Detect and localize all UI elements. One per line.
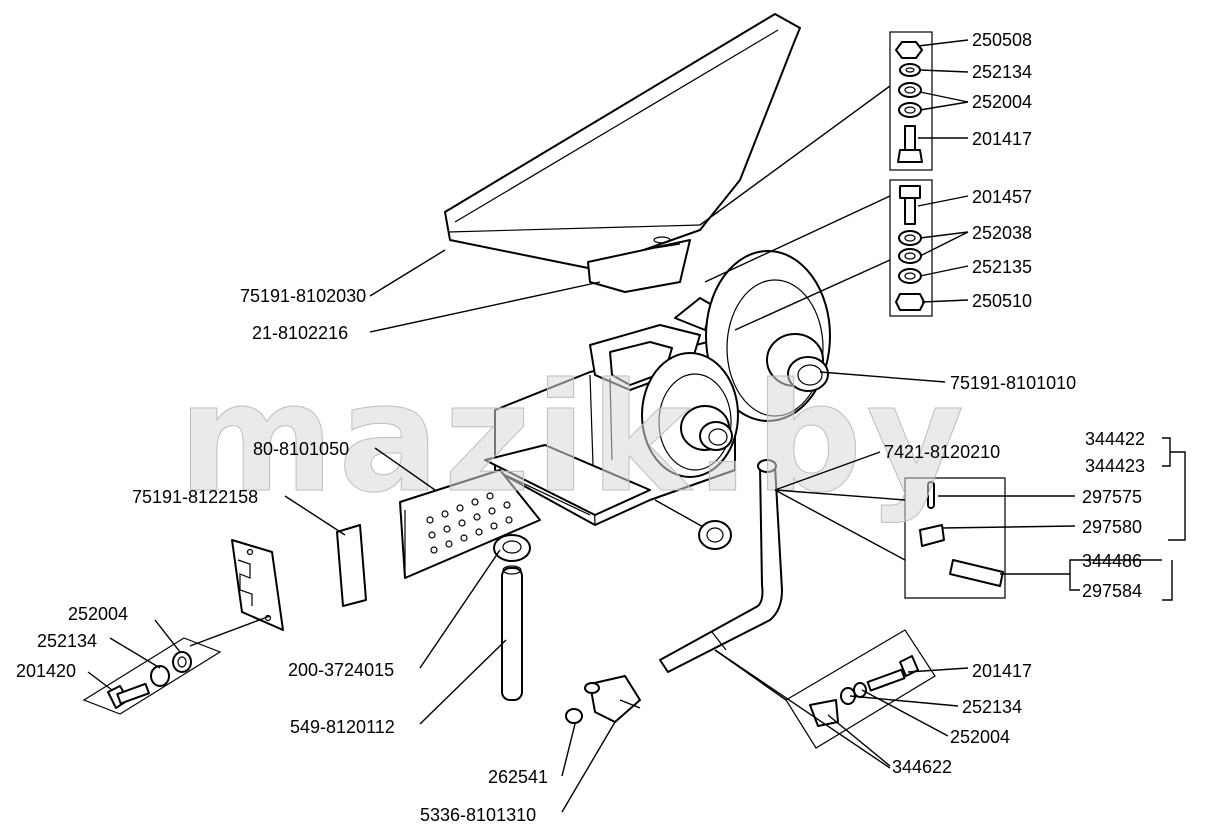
bent-pipe-part bbox=[659, 459, 783, 673]
label-201417-top: 201417 bbox=[972, 129, 1032, 149]
label-201417-bottom: 201417 bbox=[972, 661, 1032, 681]
clamp-bolt-group bbox=[785, 629, 936, 749]
hardware-stack-1 bbox=[889, 31, 933, 171]
label-344622: 344622 bbox=[892, 757, 952, 777]
label-252038: 252038 bbox=[972, 223, 1032, 243]
grommet-part bbox=[493, 534, 531, 562]
label-252004-left: 252004 bbox=[68, 604, 128, 624]
hinge-plate-part bbox=[231, 539, 284, 631]
label-297584: 297584 bbox=[1082, 581, 1142, 601]
label-252134-left: 252134 bbox=[37, 631, 97, 651]
label-252135: 252135 bbox=[972, 257, 1032, 277]
label-80-8101050: 80-8101050 bbox=[253, 439, 349, 459]
label-250508: 250508 bbox=[972, 30, 1032, 50]
label-252004-bottom: 252004 bbox=[950, 727, 1010, 747]
label-344486: 344486 bbox=[1082, 551, 1142, 571]
hinge-bolt-group bbox=[82, 637, 222, 715]
label-297575: 297575 bbox=[1082, 487, 1142, 507]
label-75191-8101010: 75191-8101010 bbox=[950, 373, 1076, 393]
label-250510: 250510 bbox=[972, 291, 1032, 311]
label-21-8102216: 21-8102216 bbox=[252, 323, 348, 343]
label-201457: 201457 bbox=[972, 187, 1032, 207]
label-201420: 201420 bbox=[16, 661, 76, 681]
label-75191-8122158: 75191-8122158 bbox=[132, 487, 258, 507]
watermark: mazik.by bbox=[178, 352, 968, 526]
part-labels: 250508 252134 252004 201417 201457 25203… bbox=[16, 30, 1145, 825]
straight-hose-part bbox=[501, 565, 523, 701]
label-200-3724015: 200-3724015 bbox=[288, 660, 394, 680]
label-549-8120112: 549-8120112 bbox=[290, 717, 395, 737]
blower-unit-part bbox=[641, 250, 831, 478]
label-252134-bottom: 252134 bbox=[962, 697, 1022, 717]
drain-tap-part bbox=[565, 675, 641, 724]
label-252004-top: 252004 bbox=[972, 92, 1032, 112]
label-297580: 297580 bbox=[1082, 517, 1142, 537]
seal-strip-part bbox=[336, 524, 367, 607]
label-75191-8102030: 75191-8102030 bbox=[240, 286, 366, 306]
label-252134-top: 252134 bbox=[972, 62, 1032, 82]
hardware-stack-2 bbox=[889, 179, 933, 317]
label-344422: 344422 bbox=[1085, 429, 1145, 449]
label-344423: 344423 bbox=[1085, 456, 1145, 476]
upper-cover-part bbox=[444, 13, 801, 293]
label-262541: 262541 bbox=[488, 767, 548, 787]
label-7421-8120210: 7421-8120210 bbox=[884, 442, 1000, 462]
perforated-panel-part bbox=[399, 469, 541, 579]
label-5336-8101310: 5336-8101310 bbox=[420, 805, 536, 825]
clip-detail-box bbox=[904, 477, 1006, 599]
valve-knob-part bbox=[654, 499, 732, 550]
leader-lines bbox=[87, 39, 1186, 813]
